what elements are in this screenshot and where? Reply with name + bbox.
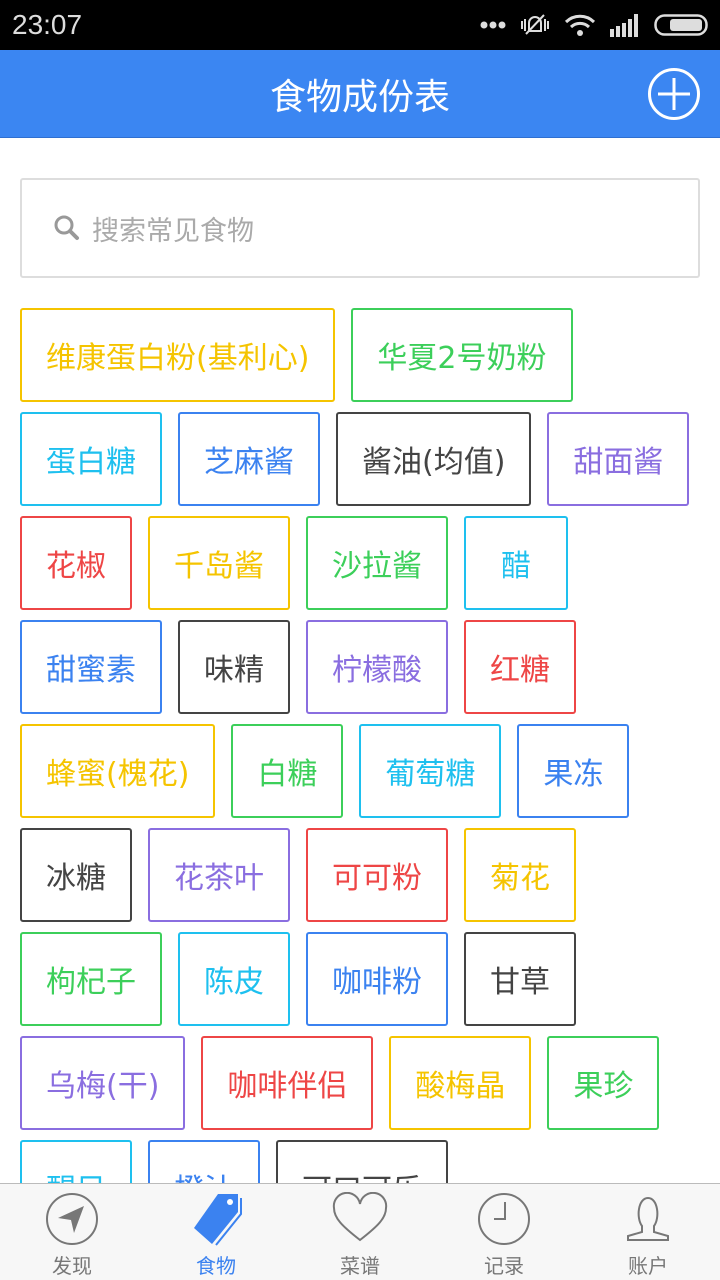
food-tag[interactable]: 花椒 — [20, 516, 132, 610]
nav-item-tag[interactable]: 食物 — [144, 1184, 288, 1280]
search-placeholder: 搜索常见食物 — [92, 215, 254, 247]
app-header: 食物成份表 — [0, 50, 720, 138]
food-tag[interactable]: 甜蜜素 — [20, 620, 162, 714]
user-icon — [627, 1196, 669, 1241]
nav-label: 账户 — [628, 1254, 668, 1278]
page-title: 食物成份表 — [269, 76, 450, 118]
food-tag[interactable]: 陈皮 — [178, 932, 290, 1026]
nav-item-compass[interactable]: 发现 — [0, 1184, 144, 1280]
food-list-scroll[interactable]: 搜索常见食物 维康蛋白粉(基利心)华夏2号奶粉蛋白糖芝麻酱酱油(均值)甜面酱花椒… — [0, 138, 720, 1183]
battery-icon — [654, 14, 708, 36]
food-tag[interactable]: 花茶叶 — [148, 828, 290, 922]
nav-label: 记录 — [484, 1254, 524, 1278]
food-tag[interactable]: 甘草 — [464, 932, 576, 1026]
nav-label: 菜谱 — [340, 1254, 380, 1278]
bottom-nav: 发现 食物 菜谱 记录 账户 — [0, 1183, 720, 1280]
status-time: 23:07 — [12, 9, 83, 40]
food-tag[interactable]: 冰糖 — [20, 828, 132, 922]
food-tag[interactable]: 蜂蜜(槐花) — [20, 724, 216, 818]
food-tag[interactable]: 维康蛋白粉(基利心) — [20, 308, 336, 402]
food-tag[interactable]: 果珍 — [547, 1036, 660, 1130]
food-tag[interactable]: 咖啡伴侣 — [201, 1036, 374, 1130]
mute-vibrate-icon — [521, 14, 549, 35]
food-tag[interactable]: 华夏2号奶粉 — [351, 308, 573, 402]
food-tag[interactable]: 柠檬酸 — [306, 620, 448, 714]
tag-icon — [194, 1194, 242, 1246]
nav-label: 食物 — [196, 1254, 236, 1278]
food-tag-list: 维康蛋白粉(基利心)华夏2号奶粉蛋白糖芝麻酱酱油(均值)甜面酱花椒千岛酱沙拉酱醋… — [0, 308, 720, 1183]
food-tag[interactable]: 橙汁 — [148, 1140, 260, 1183]
nav-label: 发现 — [52, 1254, 92, 1278]
food-tag[interactable]: 葡萄糖 — [359, 724, 502, 818]
food-tag[interactable]: 可可粉 — [306, 828, 448, 922]
food-tag[interactable]: 味精 — [178, 620, 290, 714]
search-input[interactable]: 搜索常见食物 — [20, 178, 700, 278]
more-dots-icon — [480, 21, 506, 29]
signal-icon — [610, 14, 638, 37]
nav-item-user[interactable]: 账户 — [576, 1184, 720, 1280]
status-bar: 23:07 — [0, 0, 720, 50]
food-tag[interactable]: 可口可乐 — [276, 1140, 448, 1183]
food-tag[interactable]: 千岛酱 — [148, 516, 290, 610]
food-tag[interactable]: 果冻 — [517, 724, 630, 818]
food-tag[interactable]: 菊花 — [464, 828, 576, 922]
food-tag[interactable]: 醋 — [464, 516, 568, 610]
food-tag[interactable]: 白糖 — [231, 724, 344, 818]
food-tag[interactable]: 枸杞子 — [20, 932, 162, 1026]
food-tag[interactable]: 红糖 — [464, 620, 576, 714]
food-tag[interactable]: 咖啡粉 — [306, 932, 448, 1026]
food-tag[interactable]: 芝麻酱 — [178, 412, 320, 506]
heart-icon — [332, 1192, 388, 1242]
food-tag[interactable]: 醒目 — [20, 1140, 132, 1183]
food-tag[interactable]: 甜面酱 — [547, 412, 690, 506]
compass-icon — [46, 1193, 98, 1245]
nav-item-clock[interactable]: 记录 — [432, 1184, 576, 1280]
food-tag[interactable]: 酱油(均值) — [336, 412, 532, 506]
food-tag[interactable]: 乌梅(干) — [20, 1036, 186, 1130]
nav-item-heart[interactable]: 菜谱 — [288, 1184, 432, 1280]
search-icon — [54, 215, 79, 240]
food-tag[interactable]: 酸梅晶 — [389, 1036, 532, 1130]
clock-icon — [478, 1193, 530, 1245]
food-tag[interactable]: 沙拉酱 — [306, 516, 448, 610]
add-button[interactable] — [648, 68, 700, 120]
wifi-icon — [564, 14, 596, 36]
food-tag[interactable]: 蛋白糖 — [20, 412, 162, 506]
